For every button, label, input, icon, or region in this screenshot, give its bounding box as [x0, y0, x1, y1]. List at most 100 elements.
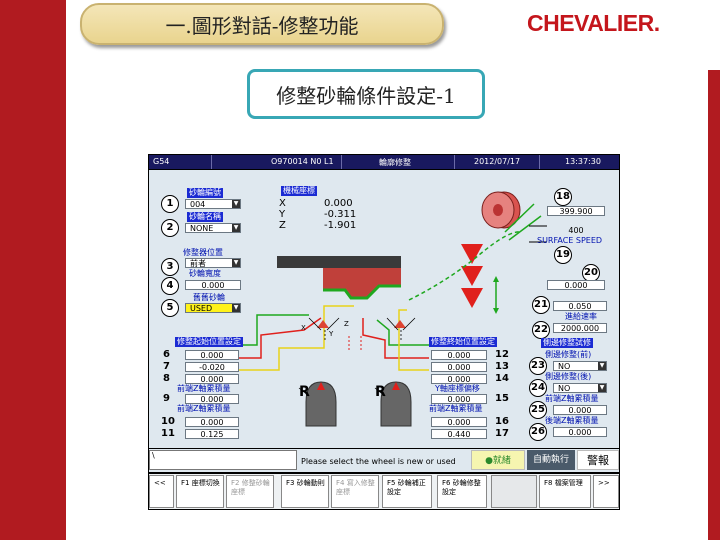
start-row-8-num: 8 — [163, 373, 170, 384]
end-row-16-field[interactable]: 0.000 — [431, 417, 487, 427]
back-z-acc-field[interactable]: 0.000 — [553, 427, 607, 437]
fkey-f2[interactable]: F2 修整砂輪座標 — [226, 475, 274, 508]
end-row-17-num: 17 — [495, 428, 509, 439]
field-20[interactable]: 0.000 — [547, 280, 605, 290]
front-y-label: 前端Z軸累積量 — [177, 404, 231, 413]
chevalier-logo: CHEVALIER. — [527, 10, 660, 36]
dresser-tool-right — [386, 317, 416, 342]
dresser-y-label: Y — [329, 330, 334, 338]
wheel-no-label: 砂輪編號 — [187, 188, 223, 198]
back-z-acc-label: 後端Z軸累積量 — [545, 416, 599, 425]
wheel-width-field[interactable]: 0.000 — [185, 280, 241, 290]
dresser-z-label: Z — [344, 320, 349, 328]
side-back-label: 側邊修整(後) — [545, 372, 592, 381]
chevron-down-icon: ▼ — [232, 304, 240, 312]
end-row-13-num: 13 — [495, 361, 509, 372]
surface-speed-value: 400 — [568, 226, 584, 235]
side-back-select[interactable]: NO▼ — [553, 383, 607, 393]
time-display: 13:37:30 — [565, 157, 601, 166]
end-row-17-field[interactable]: 0.440 — [431, 429, 487, 439]
wheel-no-select[interactable]: 004▼ — [185, 199, 241, 209]
fkey-f4[interactable]: F4 寫入修整座標 — [331, 475, 379, 508]
end-row-13-field[interactable]: 0.000 — [431, 362, 487, 372]
command-input[interactable]: \ — [149, 450, 297, 470]
start-row-8-field[interactable]: 0.000 — [185, 374, 239, 384]
chevron-down-icon: ▼ — [598, 362, 606, 370]
ready-indicator: ●就緒 — [471, 450, 525, 470]
field-22[interactable]: 2000.000 — [553, 323, 607, 333]
settings-pane: 1 砂輪編號 004▼ 2 砂輪名稱 NONE▼ 修整器位置 3 前者▼ 砂輪寬… — [149, 170, 619, 448]
slide-title: 一.圖形對話-修整功能 — [80, 3, 444, 45]
field-18[interactable]: 399.900 — [547, 206, 605, 216]
chevron-down-icon: ▼ — [232, 224, 240, 232]
end-row-14-field[interactable]: 0.000 — [431, 374, 487, 384]
start-row-11-field[interactable]: 0.125 — [185, 429, 239, 439]
triangle-1 — [461, 244, 483, 264]
marker-21: 21 — [532, 296, 550, 314]
marker-19: 19 — [554, 246, 572, 264]
end-row-15-num: 15 — [495, 393, 509, 404]
fkey-next[interactable]: >> — [593, 475, 619, 508]
back-z-label: 前端Z軸累積量 — [429, 404, 483, 413]
marker-24: 24 — [529, 379, 547, 397]
alarm-button[interactable]: 警報 — [577, 450, 619, 470]
machine-coords-label: 機械座標 — [281, 186, 317, 196]
y-move-field[interactable]: 0.000 — [431, 394, 487, 404]
wheel-name-select[interactable]: NONE▼ — [185, 223, 241, 233]
end-pos-label: 修整終始位置設定 — [429, 337, 497, 347]
status-bar: G54 O970014 N0 L1 輪廓修整 2012/07/17 13:37:… — [149, 155, 619, 169]
axis-z-name: Z — [279, 220, 286, 231]
dresser-diagram — [239, 191, 547, 427]
auto-exec-button[interactable]: 自動執行 — [527, 450, 575, 470]
marker-26: 26 — [529, 423, 547, 441]
old-wheel-label: 舊舊砂輪 — [193, 293, 225, 302]
marker-23: 23 — [529, 357, 547, 375]
dresser-x-label: X — [301, 324, 306, 332]
program-id: O970014 N0 L1 — [271, 157, 334, 166]
message-text: Please select the wheel is new or used — [301, 457, 456, 466]
feed-rate-label: 進給速率 — [565, 312, 597, 321]
start-row-11-num: 11 — [161, 428, 175, 439]
marker-4: 4 — [161, 277, 179, 295]
marker-1: 1 — [161, 195, 179, 213]
end-row-12-field[interactable]: 0.000 — [431, 350, 487, 360]
chevron-down-icon: ▼ — [232, 259, 240, 267]
marker-22: 22 — [532, 321, 550, 339]
fkey-f7[interactable] — [491, 475, 537, 508]
chevron-down-icon: ▼ — [232, 200, 240, 208]
start-row-6-field[interactable]: 0.000 — [185, 350, 239, 360]
side-front-select[interactable]: NO▼ — [553, 361, 607, 371]
workpiece-profile — [323, 268, 401, 298]
fkey-f6[interactable]: F6 砂輪修整設定 — [437, 475, 487, 508]
workpiece-top-bar — [277, 256, 401, 268]
field-21[interactable]: 0.050 — [553, 301, 607, 311]
dresser-pos-select[interactable]: 前者▼ — [185, 258, 241, 268]
marker-18: 18 — [554, 188, 572, 206]
old-wheel-select[interactable]: USED▼ — [185, 303, 241, 313]
dress-path — [323, 284, 401, 300]
axis-x-value: 0.000 — [324, 198, 353, 209]
chevron-down-icon: ▼ — [598, 384, 606, 392]
triangle-2 — [461, 266, 483, 286]
front-z-acc-field[interactable]: 0.000 — [553, 405, 607, 415]
start-row-10-field[interactable]: 0.000 — [185, 417, 239, 427]
wheel-width-label: 砂輪寬度 — [189, 269, 221, 278]
marker-3: 3 — [161, 258, 179, 276]
fkey-prev[interactable]: << — [149, 475, 174, 508]
end-row-16-num: 16 — [495, 416, 509, 427]
fkey-f1[interactable]: F1 座標切換 — [176, 475, 224, 508]
end-row-14-num: 14 — [495, 373, 509, 384]
start-row-6-num: 6 — [163, 349, 170, 360]
fkey-f8[interactable]: F8 檔案管理 — [539, 475, 591, 508]
front-z-field[interactable]: 0.000 — [185, 394, 239, 404]
fkey-f5[interactable]: F5 砂輪補正設定 — [382, 475, 432, 508]
fkey-f3[interactable]: F3 砂輪動則 — [281, 475, 329, 508]
start-row-9-num: 9 — [163, 393, 170, 404]
marker-2: 2 — [161, 219, 179, 237]
date-display: 2012/07/17 — [474, 157, 521, 166]
start-row-7-num: 7 — [163, 361, 170, 372]
start-row-7-field[interactable]: -0.020 — [185, 362, 239, 372]
axis-z-value: -1.901 — [324, 220, 357, 231]
end-row-12-num: 12 — [495, 349, 509, 360]
left-red-band — [0, 0, 66, 540]
